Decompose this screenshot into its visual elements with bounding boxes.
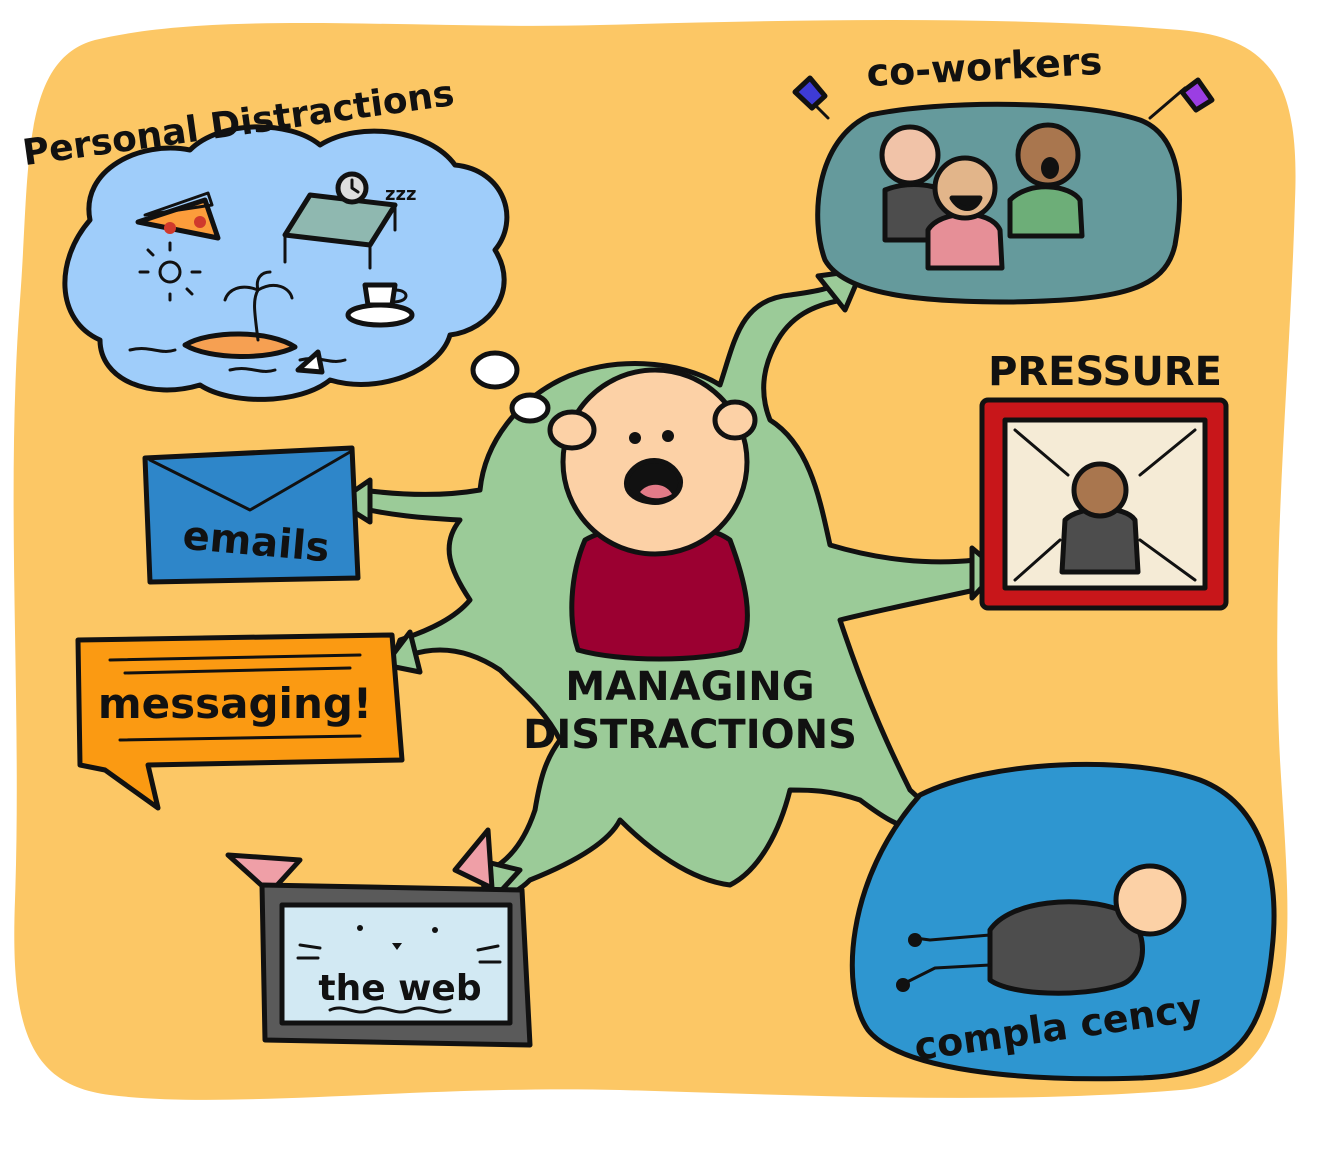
messaging-label: messaging! xyxy=(98,679,372,728)
arrow-icon xyxy=(1138,428,1197,477)
center-title-line2: DISTRACTIONS xyxy=(523,712,857,758)
coworkers-box xyxy=(815,101,1182,305)
web-screen xyxy=(279,902,513,1026)
web-node: the web xyxy=(225,827,533,1048)
thought-bubble-medium xyxy=(470,350,520,390)
complacency-node: compla cency xyxy=(849,761,1277,1082)
pressure-node: PRESSURE xyxy=(979,349,1229,611)
messaging-bubble xyxy=(75,632,405,811)
web-label: the web xyxy=(318,968,481,1009)
emails-node: emails xyxy=(142,445,361,585)
coworkers-node: co-workers xyxy=(792,39,1215,305)
coffee-cup-icon xyxy=(345,282,415,328)
thought-bubble-small xyxy=(509,392,551,424)
hand-left xyxy=(547,409,597,451)
center-title-line1: MANAGING xyxy=(565,664,814,710)
arrow-icon xyxy=(1138,538,1197,582)
stressed-person xyxy=(547,367,758,662)
pressure-label: PRESSURE xyxy=(988,349,1222,395)
tongue xyxy=(640,484,672,499)
email-envelope xyxy=(142,445,361,585)
shark-fin-icon xyxy=(295,349,325,375)
cat-ear-icon xyxy=(452,827,495,891)
sleep-z-label: zzz xyxy=(385,184,416,205)
flag-icon xyxy=(792,75,830,120)
cat-ear-icon xyxy=(225,852,303,896)
flag-icon xyxy=(1148,77,1215,120)
hand-right xyxy=(712,399,758,441)
island-icon xyxy=(182,270,298,359)
clock-icon xyxy=(335,171,369,205)
waves xyxy=(128,347,347,373)
eye-left xyxy=(629,432,641,444)
pizza-icon xyxy=(135,191,221,241)
bed-icon xyxy=(282,192,398,270)
messaging-node: messaging! xyxy=(75,632,405,811)
eye-right xyxy=(662,430,674,442)
arrow-icon xyxy=(1013,538,1062,582)
sun-icon xyxy=(138,241,202,302)
arrow-icon xyxy=(1013,428,1070,477)
